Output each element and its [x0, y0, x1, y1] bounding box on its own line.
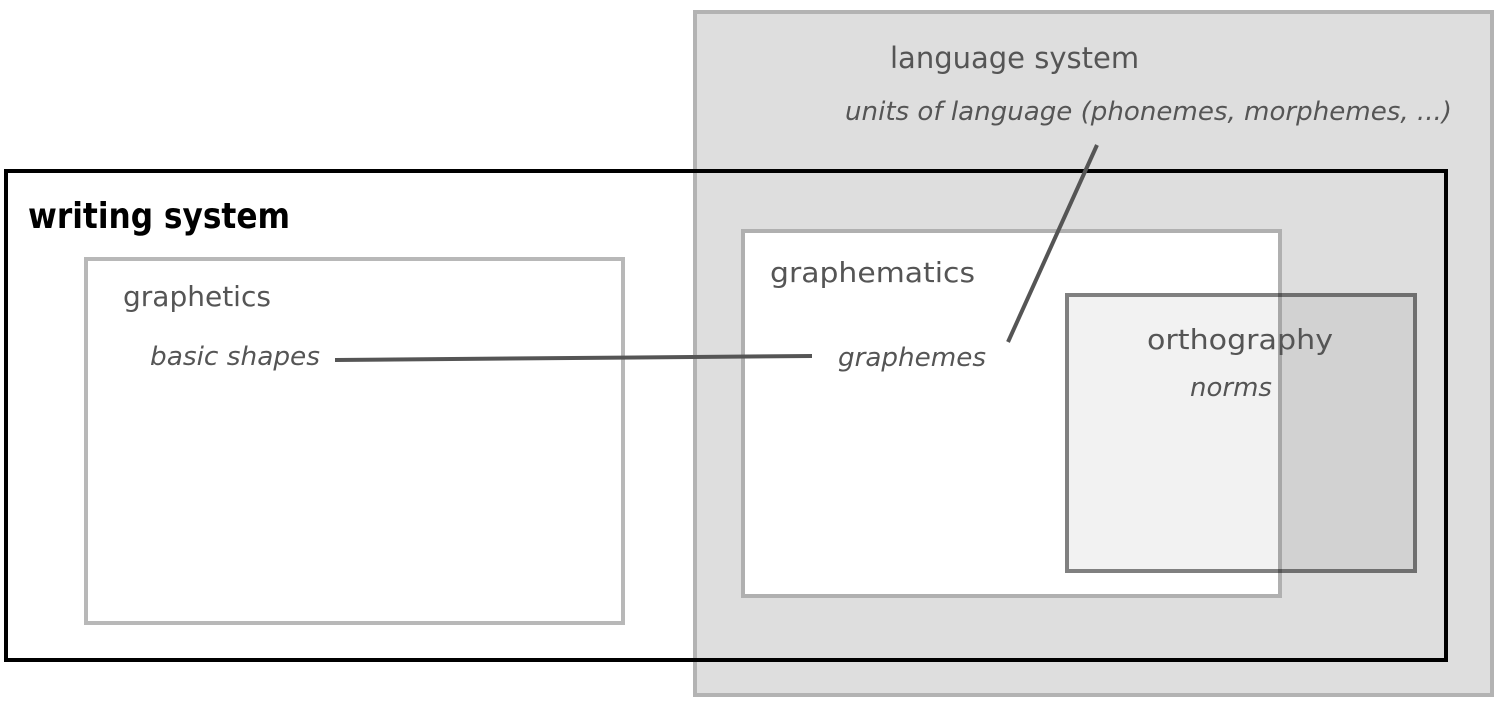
language-system-title: language system: [890, 41, 1139, 75]
orthography-box: [1065, 293, 1417, 573]
writing-system-title: writing system: [28, 196, 290, 237]
connector-basic-shapes-graphemes: [334, 354, 813, 362]
graphetics-title: graphetics: [123, 280, 271, 313]
graphetics-subtitle: basic shapes: [150, 342, 320, 372]
orthography-title: orthography: [1147, 323, 1333, 356]
connector-units-graphemes: [1006, 144, 1099, 343]
graphematics-title: graphematics: [770, 256, 975, 289]
writing-system-box: [4, 169, 1448, 662]
language-system-subtitle: units of language (phonemes, morphemes, …: [845, 97, 1452, 127]
orthography-subtitle: norms: [1190, 373, 1272, 403]
graphetics-box: [84, 257, 625, 625]
graphematics-subtitle: graphemes: [838, 343, 986, 373]
